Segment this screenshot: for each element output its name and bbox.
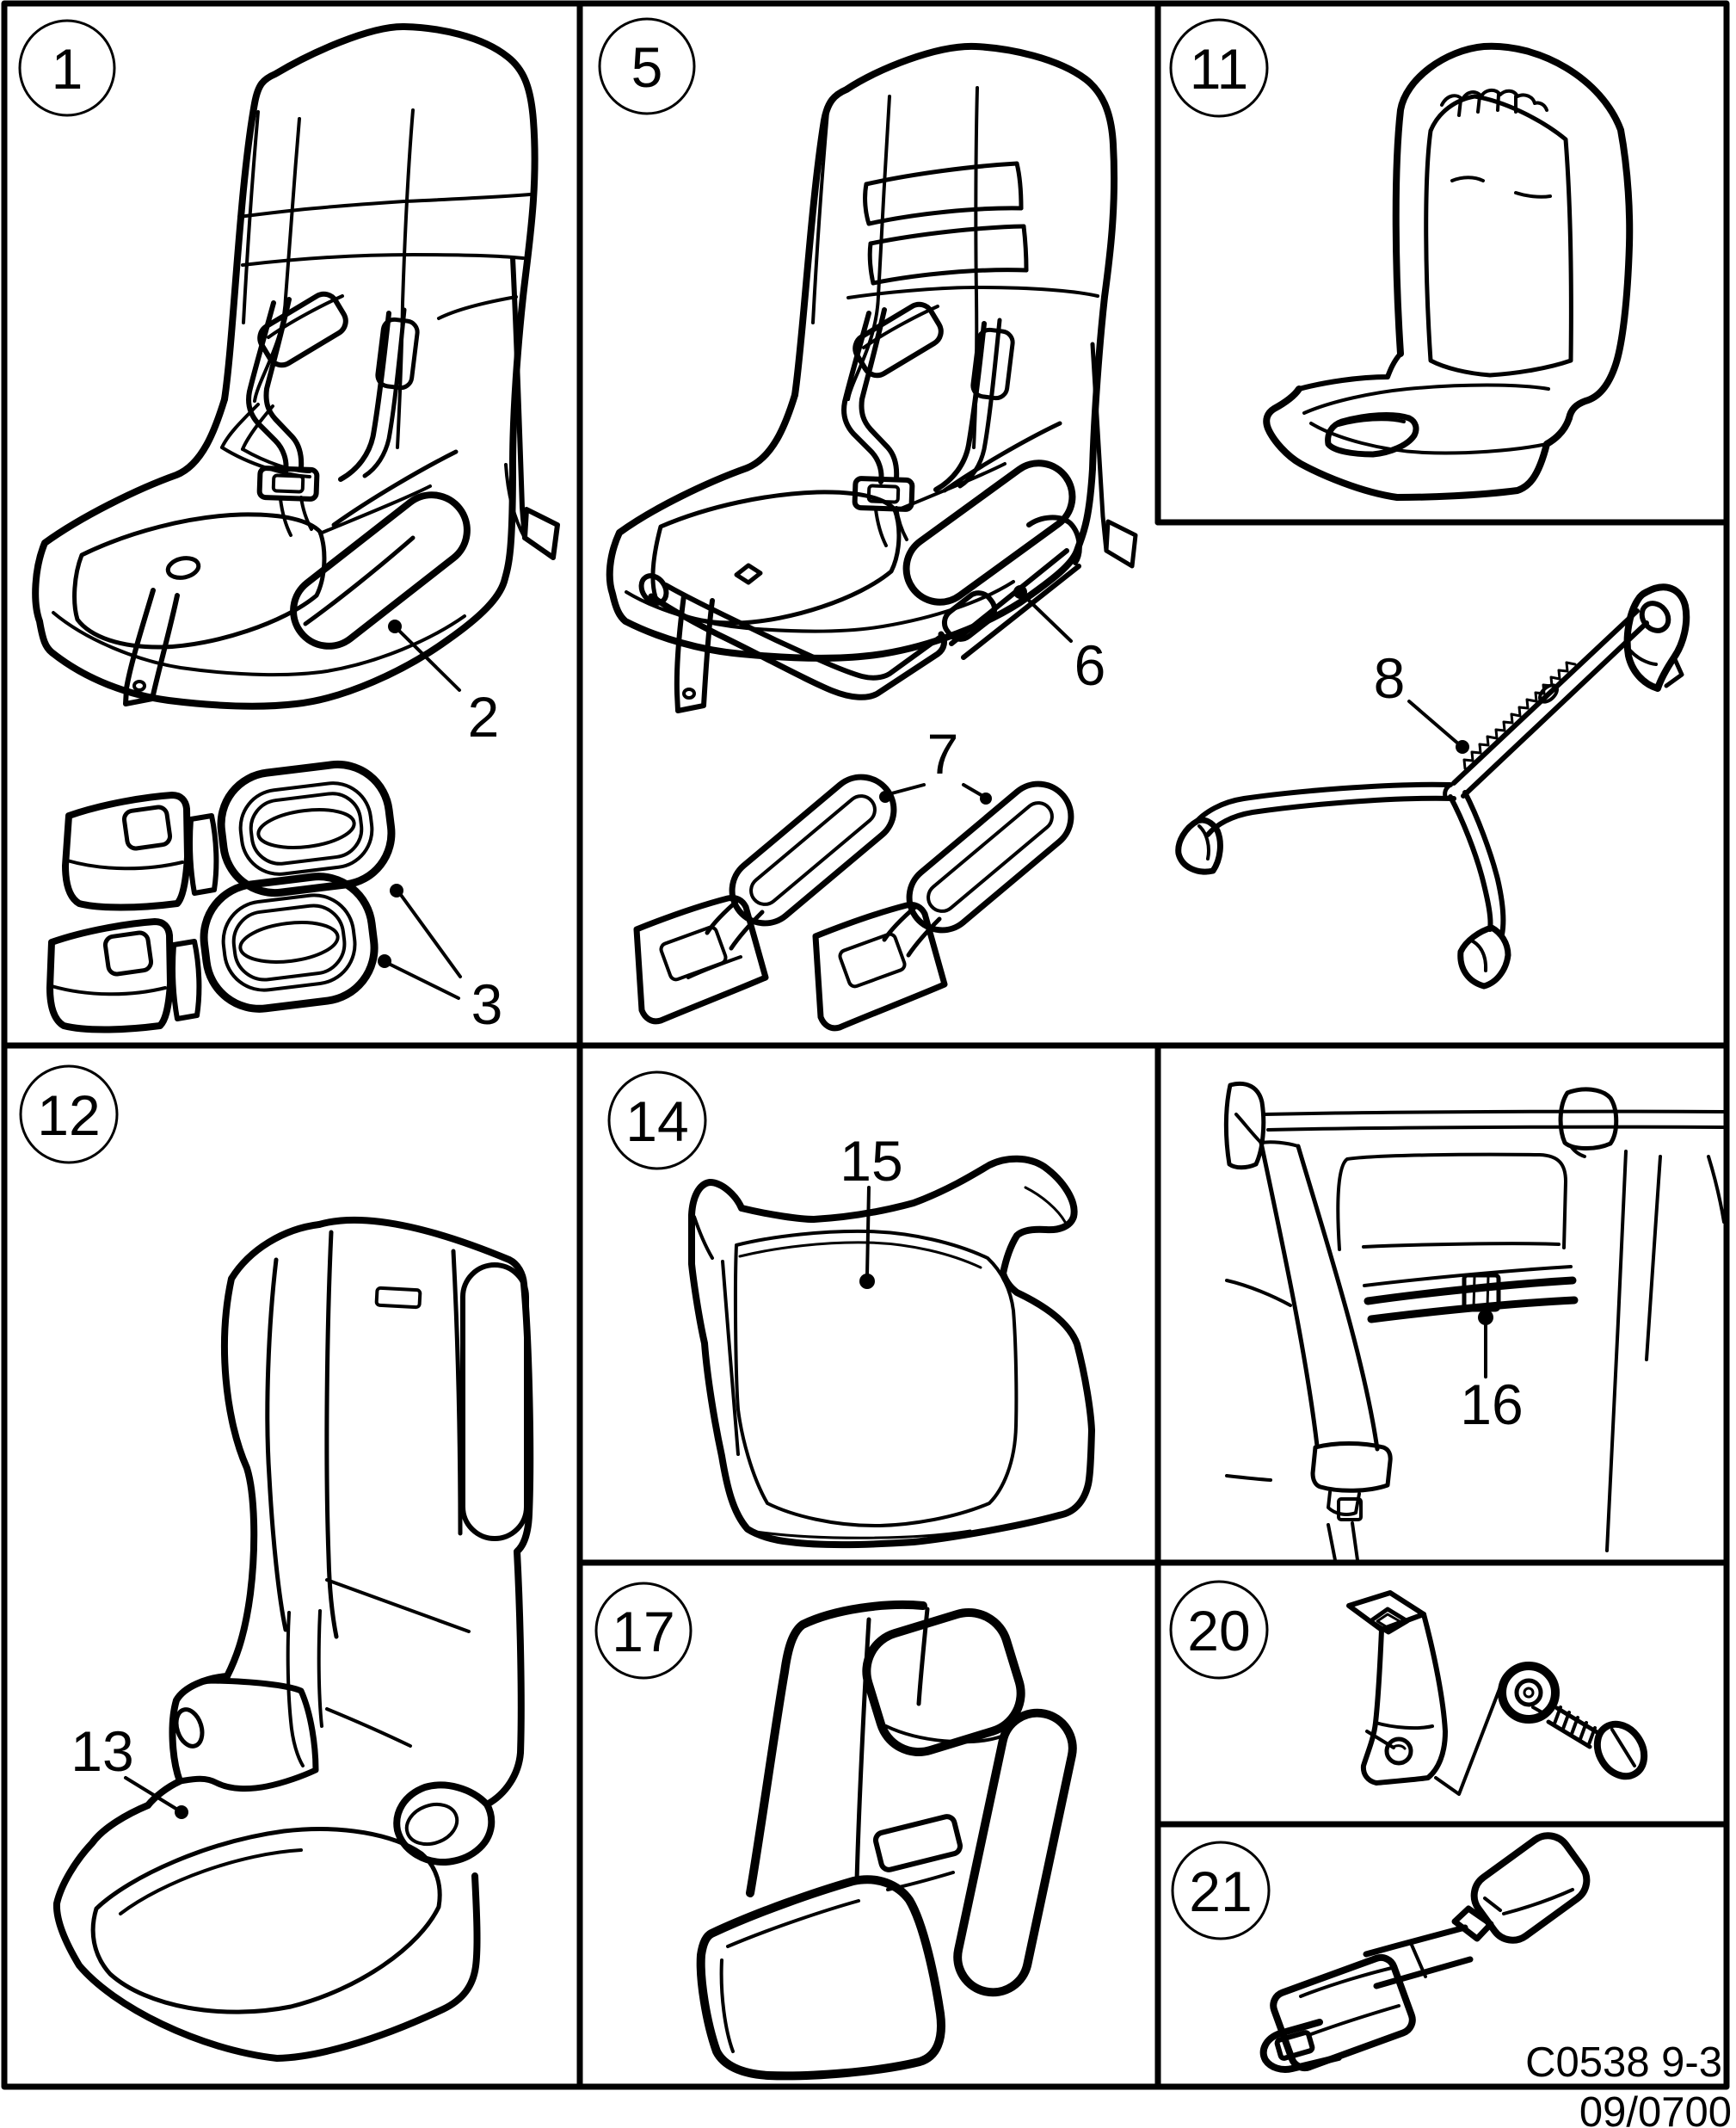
svg-text:16: 16: [1460, 1372, 1523, 1436]
svg-text:14: 14: [625, 1089, 688, 1153]
svg-text:1: 1: [52, 37, 83, 101]
svg-text:09/0700: 09/0700: [1579, 2089, 1732, 2128]
svg-text:6: 6: [1074, 633, 1106, 697]
svg-text:15: 15: [840, 1129, 902, 1193]
svg-text:12: 12: [37, 1083, 100, 1147]
svg-text:3: 3: [471, 972, 503, 1036]
svg-text:11: 11: [1190, 37, 1249, 101]
svg-text:C0538 9-3: C0538 9-3: [1525, 2039, 1722, 2086]
svg-text:21: 21: [1189, 1860, 1252, 1923]
svg-text:13: 13: [71, 1719, 133, 1783]
svg-text:20: 20: [1187, 1599, 1250, 1662]
svg-text:5: 5: [631, 35, 663, 99]
svg-text:7: 7: [927, 722, 959, 786]
svg-text:17: 17: [612, 1600, 674, 1663]
svg-text:8: 8: [1374, 646, 1406, 710]
svg-text:2: 2: [468, 685, 500, 749]
